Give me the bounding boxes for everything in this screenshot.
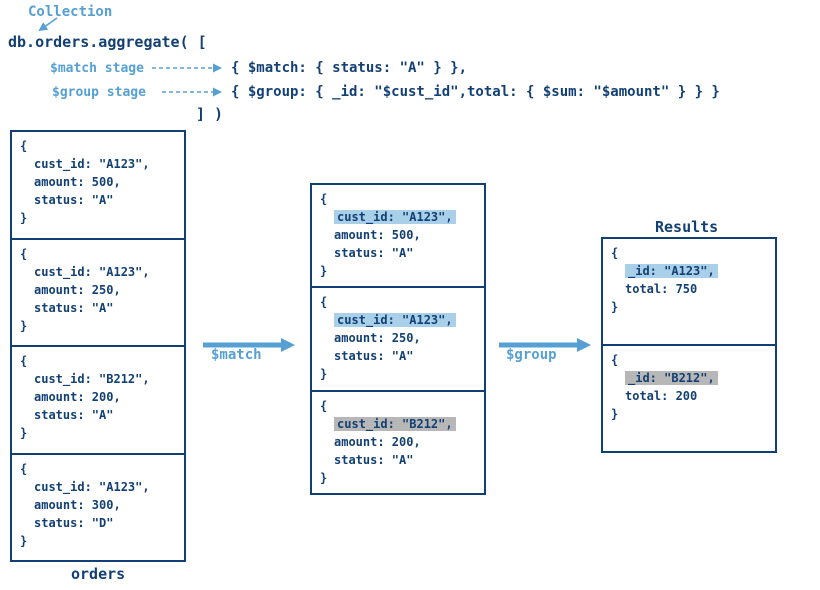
doc-field-cust-id: cust_id: "A123",: [320, 311, 476, 329]
collection-label: Collection: [28, 4, 113, 20]
doc-field-amount: amount: 200,: [34, 390, 121, 404]
doc-field-status: status: "A": [34, 193, 114, 207]
document-card: { cust_id: "A123", amount: 500, status: …: [312, 185, 484, 286]
doc-field-status: status: "D": [34, 515, 114, 530]
group-code-line: { $group: { _id: "$cust_id",total: { $su…: [231, 84, 720, 100]
document-card: { cust_id: "A123", amount: 250, status: …: [12, 237, 184, 346]
document-card: { cust_id: "B212", amount: 200, status: …: [312, 389, 484, 493]
doc-field-status: status: "A": [334, 349, 414, 364]
aggregate-close-line: ] ): [196, 105, 224, 123]
doc-field-cust-id: cust_id: "A123",: [34, 264, 150, 279]
highlighted-cust-id: cust_id: "A123",: [334, 313, 456, 328]
document-card: { cust_id: "A123", amount: 250, status: …: [312, 286, 484, 389]
doc-field-id: _id: "B212",: [611, 369, 767, 387]
doc-open-brace: {: [320, 398, 328, 413]
doc-field-status: status: "A": [334, 452, 414, 467]
highlighted-id: _id: "A123",: [625, 264, 718, 278]
doc-field-cust-id: cust_id: "B212",: [320, 415, 476, 433]
result-card: { _id: "B212", total: 200 }: [603, 344, 775, 451]
doc-field-cust-id: cust_id: "A123",: [34, 157, 150, 171]
document-card: { cust_id: "A123", amount: 300, status: …: [12, 452, 184, 561]
doc-field-total: total: 200: [625, 389, 698, 403]
doc-close-brace: }: [320, 367, 328, 382]
match-code-line: { $match: { status: "A" } },: [231, 60, 468, 76]
doc-close-brace: }: [20, 211, 28, 225]
doc-open-brace: {: [20, 354, 28, 368]
document-card: { cust_id: "A123", amount: 500, status: …: [12, 132, 184, 238]
doc-field-cust-id: cust_id: "A123",: [34, 479, 150, 494]
doc-close-brace: }: [320, 264, 328, 278]
doc-field-amount: amount: 500,: [334, 228, 421, 242]
doc-field-amount: amount: 250,: [34, 282, 121, 297]
match-output-box: { cust_id: "A123", amount: 500, status: …: [310, 183, 486, 495]
group-stage-label: $group stage: [52, 85, 146, 100]
doc-close-brace: }: [320, 470, 328, 485]
doc-close-brace: }: [611, 300, 619, 314]
doc-field-amount: amount: 250,: [334, 331, 421, 346]
match-arrow-label: $match: [211, 347, 262, 363]
doc-field-amount: amount: 500,: [34, 175, 121, 189]
doc-field-status: status: "A": [334, 246, 414, 260]
document-card: { cust_id: "B212", amount: 200, status: …: [12, 345, 184, 453]
doc-field-amount: amount: 200,: [334, 434, 421, 449]
doc-field-total: total: 750: [625, 282, 698, 296]
doc-open-brace: {: [20, 246, 28, 261]
doc-open-brace: {: [20, 461, 28, 476]
doc-open-brace: {: [611, 246, 619, 260]
highlighted-id: _id: "B212",: [625, 371, 718, 385]
doc-field-cust-id: cust_id: "B212",: [34, 372, 150, 386]
match-stage-label: $match stage: [50, 61, 144, 76]
doc-open-brace: {: [320, 192, 328, 206]
group-arrow-label: $group: [506, 347, 557, 363]
doc-open-brace: {: [20, 139, 28, 153]
doc-field-cust-id: cust_id: "A123",: [320, 208, 476, 226]
results-box: { _id: "A123", total: 750 } { _id: "B212…: [601, 237, 777, 453]
orders-collection-caption: orders: [71, 565, 126, 583]
doc-field-id: _id: "A123",: [611, 262, 767, 280]
doc-open-brace: {: [320, 295, 328, 310]
highlighted-cust-id: cust_id: "A123",: [334, 210, 456, 224]
doc-close-brace: }: [611, 407, 619, 421]
aggregate-open-line: db.orders.aggregate( [: [8, 33, 207, 51]
result-card: { _id: "A123", total: 750 }: [603, 239, 775, 344]
doc-field-amount: amount: 300,: [34, 497, 121, 512]
doc-close-brace: }: [20, 426, 28, 440]
doc-field-status: status: "A": [34, 300, 114, 315]
doc-close-brace: }: [20, 533, 28, 548]
doc-close-brace: }: [20, 318, 28, 333]
doc-field-status: status: "A": [34, 408, 114, 422]
results-caption: Results: [655, 218, 719, 236]
doc-open-brace: {: [611, 353, 619, 367]
highlighted-cust-id: cust_id: "B212",: [334, 416, 456, 431]
orders-collection-box: { cust_id: "A123", amount: 500, status: …: [10, 130, 186, 562]
